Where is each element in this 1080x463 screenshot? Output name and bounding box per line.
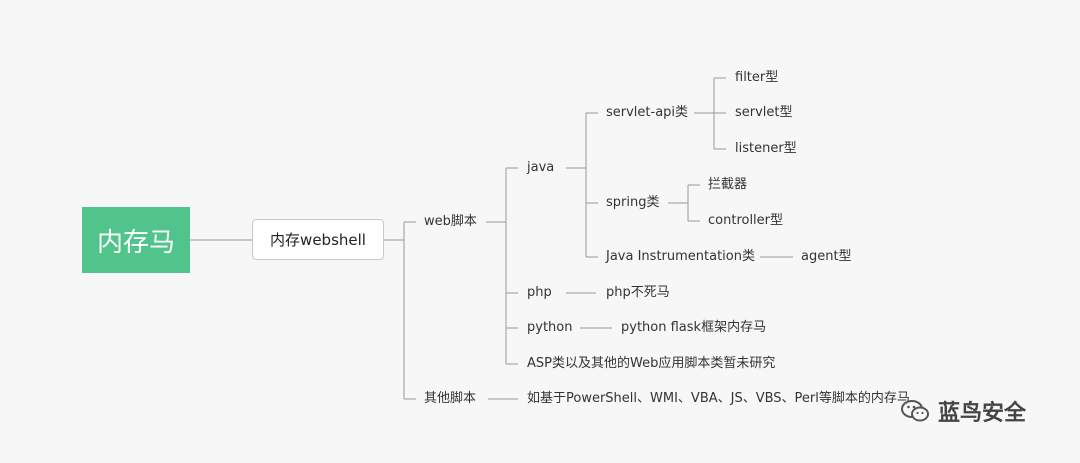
connector-level1-branches bbox=[384, 221, 416, 400]
watermark-text: 蓝鸟安全 bbox=[938, 401, 1027, 426]
servlet-node: servlet型 bbox=[735, 105, 793, 120]
python-node: python bbox=[527, 320, 573, 335]
java-node: java bbox=[527, 160, 555, 175]
watermark: 蓝鸟安全 bbox=[900, 395, 1026, 427]
other-child-node: 如基于PowerShell、WMI、VBA、JS、VBS、Perl等脚本的内存马 bbox=[527, 391, 910, 406]
php-child-node: php不死马 bbox=[606, 285, 670, 300]
connector-java-children bbox=[566, 112, 598, 258]
python-child-node: python flask框架内存马 bbox=[621, 320, 767, 335]
controller-node: controller型 bbox=[708, 213, 784, 228]
other-script-node: 其他脚本 bbox=[424, 391, 477, 406]
interceptor-node: 拦截器 bbox=[708, 177, 748, 192]
spring-node: spring类 bbox=[606, 195, 660, 210]
instrumentation-node: Java Instrumentation类 bbox=[606, 249, 755, 264]
filter-node: filter型 bbox=[735, 70, 779, 85]
connector-spring-children bbox=[668, 184, 700, 222]
agent-node: agent型 bbox=[801, 249, 852, 264]
wechat-icon bbox=[901, 400, 929, 422]
asp-node: ASP类以及其他的Web应用脚本类暂未研究 bbox=[527, 356, 776, 371]
webshell-node: 内存webshell bbox=[252, 219, 384, 260]
connector-servlet-children bbox=[694, 77, 726, 150]
connector-web-children bbox=[486, 167, 518, 365]
web-script-node: web脚本 bbox=[424, 214, 477, 229]
listener-node: listener型 bbox=[735, 141, 797, 156]
servlet-api-node: servlet-api类 bbox=[606, 105, 689, 120]
root-node: 内存马 bbox=[82, 207, 190, 273]
php-node: php bbox=[527, 285, 552, 300]
